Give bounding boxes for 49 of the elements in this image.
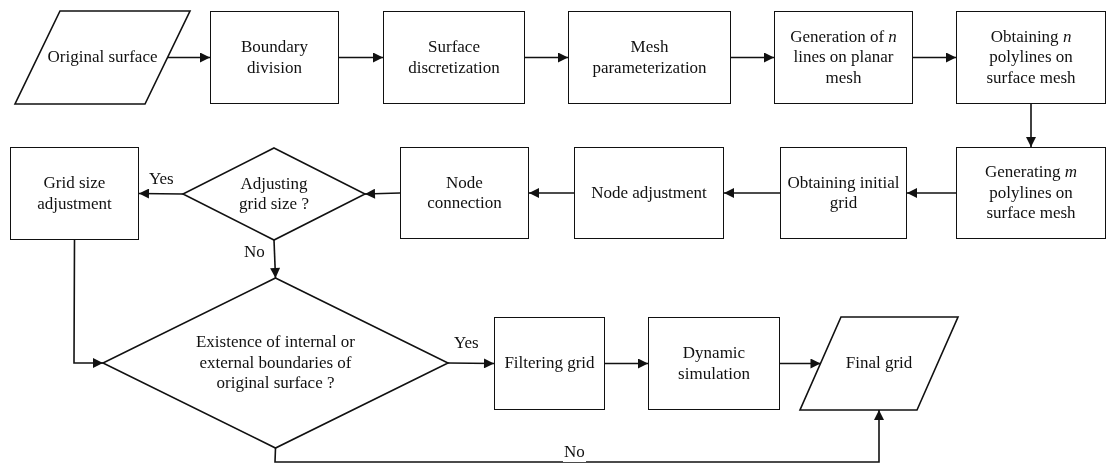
process-box (574, 147, 724, 239)
arrow (274, 409, 884, 463)
node-label: Obtaining n polylines on surface mesh (985, 26, 1077, 89)
node-label: Filtering grid (504, 353, 595, 374)
input-output-parallelogram (800, 317, 958, 410)
node-label: Grid size adjustment (36, 173, 113, 214)
node-label: Obtaining initial grid (787, 172, 900, 214)
decision-diamond (103, 278, 448, 448)
node-label: Original surface (47, 47, 158, 68)
arrow (364, 188, 401, 199)
node-label: Adjusting grid size ? (238, 173, 310, 215)
process-box (494, 317, 605, 410)
arrow (1026, 103, 1036, 148)
arrow (779, 358, 822, 369)
process-box (400, 147, 529, 239)
process-box (774, 11, 913, 104)
process-box (648, 317, 780, 410)
node-label: Generation of n lines on planar mesh (789, 26, 898, 89)
node-label: Surface discretization (407, 37, 501, 78)
arrow (604, 358, 649, 369)
decision-diamond (183, 148, 365, 240)
node-label: Existence of internal or external boundaries of original surface ? (194, 332, 357, 394)
arrow (447, 358, 495, 369)
process-box (956, 11, 1106, 104)
process-box (383, 11, 525, 104)
node-label: Dynamic simulation (677, 343, 751, 384)
arrow (730, 52, 775, 63)
process-box (780, 147, 907, 239)
arrow (73, 239, 104, 368)
arrow (138, 188, 184, 199)
node-label: Final grid (845, 353, 913, 374)
arrow (524, 52, 569, 63)
process-box (568, 11, 731, 104)
node-label: Node adjustment (591, 182, 707, 204)
node-label: Node connection (426, 172, 503, 214)
process-box (956, 147, 1106, 239)
arrow (906, 188, 957, 198)
edge-label: No (563, 443, 586, 462)
arrow (912, 52, 957, 63)
node-label: Boundary division (239, 37, 309, 78)
arrow (723, 188, 781, 198)
node-label: Generating m polylines on surface mesh (983, 162, 1079, 224)
input-output-parallelogram (15, 11, 190, 104)
arrow (338, 52, 384, 63)
process-box (10, 147, 139, 240)
process-box (210, 11, 339, 104)
node-label: Mesh parameterization (591, 37, 708, 78)
arrow (528, 188, 575, 198)
arrow (270, 239, 281, 279)
